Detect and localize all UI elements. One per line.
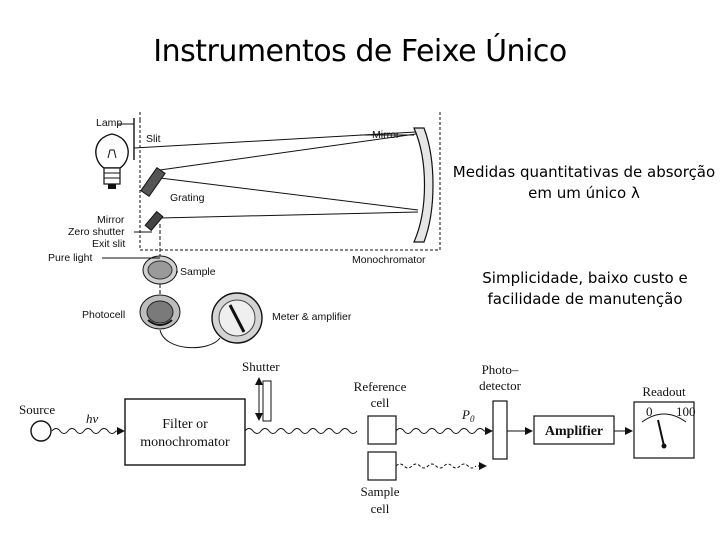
wire — [159, 329, 221, 349]
photocell — [139, 294, 181, 330]
label-reference-line2: cell — [371, 395, 390, 410]
label-shutter: Shutter — [242, 359, 280, 374]
label-filter-line1: Filter or — [162, 417, 208, 432]
label-monochromator: Monochromator — [352, 254, 426, 266]
grating — [140, 166, 166, 198]
lower-block-diagram: Source hν Filter or monochromator Shutte… — [19, 359, 696, 516]
note-simplicity: Simplicidade, baixo custo e facilidade d… — [482, 269, 688, 308]
label-scale-max: 100 — [676, 404, 696, 419]
label-slit: Slit — [146, 133, 161, 145]
label-lamp: Lamp — [96, 117, 122, 129]
amplifier-box — [533, 415, 615, 445]
meter-amplifier — [211, 292, 263, 344]
reference-cell — [367, 415, 397, 445]
ray — [159, 211, 419, 219]
label-source: Source — [19, 402, 55, 417]
readout-meter — [633, 401, 695, 459]
label-pure-light: Pure light — [48, 252, 92, 264]
small-mirror — [144, 210, 164, 232]
shutter — [262, 380, 272, 422]
label-scale-min: 0 — [646, 404, 653, 419]
label-readout: Readout — [642, 384, 686, 399]
concave-mirror — [413, 127, 434, 243]
label-reference-line1: Reference — [354, 379, 407, 394]
label-meter-amplifier: Meter & amplifier — [272, 311, 352, 323]
sample-cell-upper — [142, 255, 178, 285]
label-exit-slit: Exit slit — [92, 238, 125, 250]
label-mirror-top: Mirror — [372, 129, 400, 141]
label-grating: Grating — [170, 192, 205, 204]
label-mirror: Mirror — [97, 214, 125, 226]
upper-spectrophotometer-diagram: Lamp Slit Mirror Grating Mirror Zero shu… — [48, 112, 441, 349]
label-photo-line1: Photo– — [482, 362, 519, 377]
filter-monochromator-box — [124, 398, 246, 466]
label-photocell: Photocell — [82, 309, 125, 321]
page-title: Instrumentos de Feixe Único — [153, 34, 567, 69]
label-sample: Sample — [180, 266, 216, 278]
ray — [159, 177, 419, 211]
label-zero-shutter: Zero shutter — [68, 226, 125, 238]
source-lamp — [30, 420, 52, 442]
beam-source — [51, 428, 117, 434]
label-photo-line2: detector — [479, 378, 522, 393]
label-filter-line2: monochromator — [140, 435, 230, 450]
label-sample-line1: Sample — [361, 484, 400, 499]
note-quantitative: Medidas quantitativas de absorção em um … — [452, 163, 716, 202]
lamp-icon — [95, 133, 129, 189]
label-hv: hν — [86, 411, 99, 426]
beam-to-cell — [244, 428, 358, 434]
label-sample-line2: cell — [371, 501, 390, 516]
label-p0: P0 — [461, 407, 475, 424]
ray — [159, 133, 417, 171]
monochromator-box — [139, 112, 441, 251]
label-amplifier: Amplifier — [545, 424, 603, 439]
photodetector — [492, 400, 508, 460]
sample-cell — [367, 451, 397, 481]
